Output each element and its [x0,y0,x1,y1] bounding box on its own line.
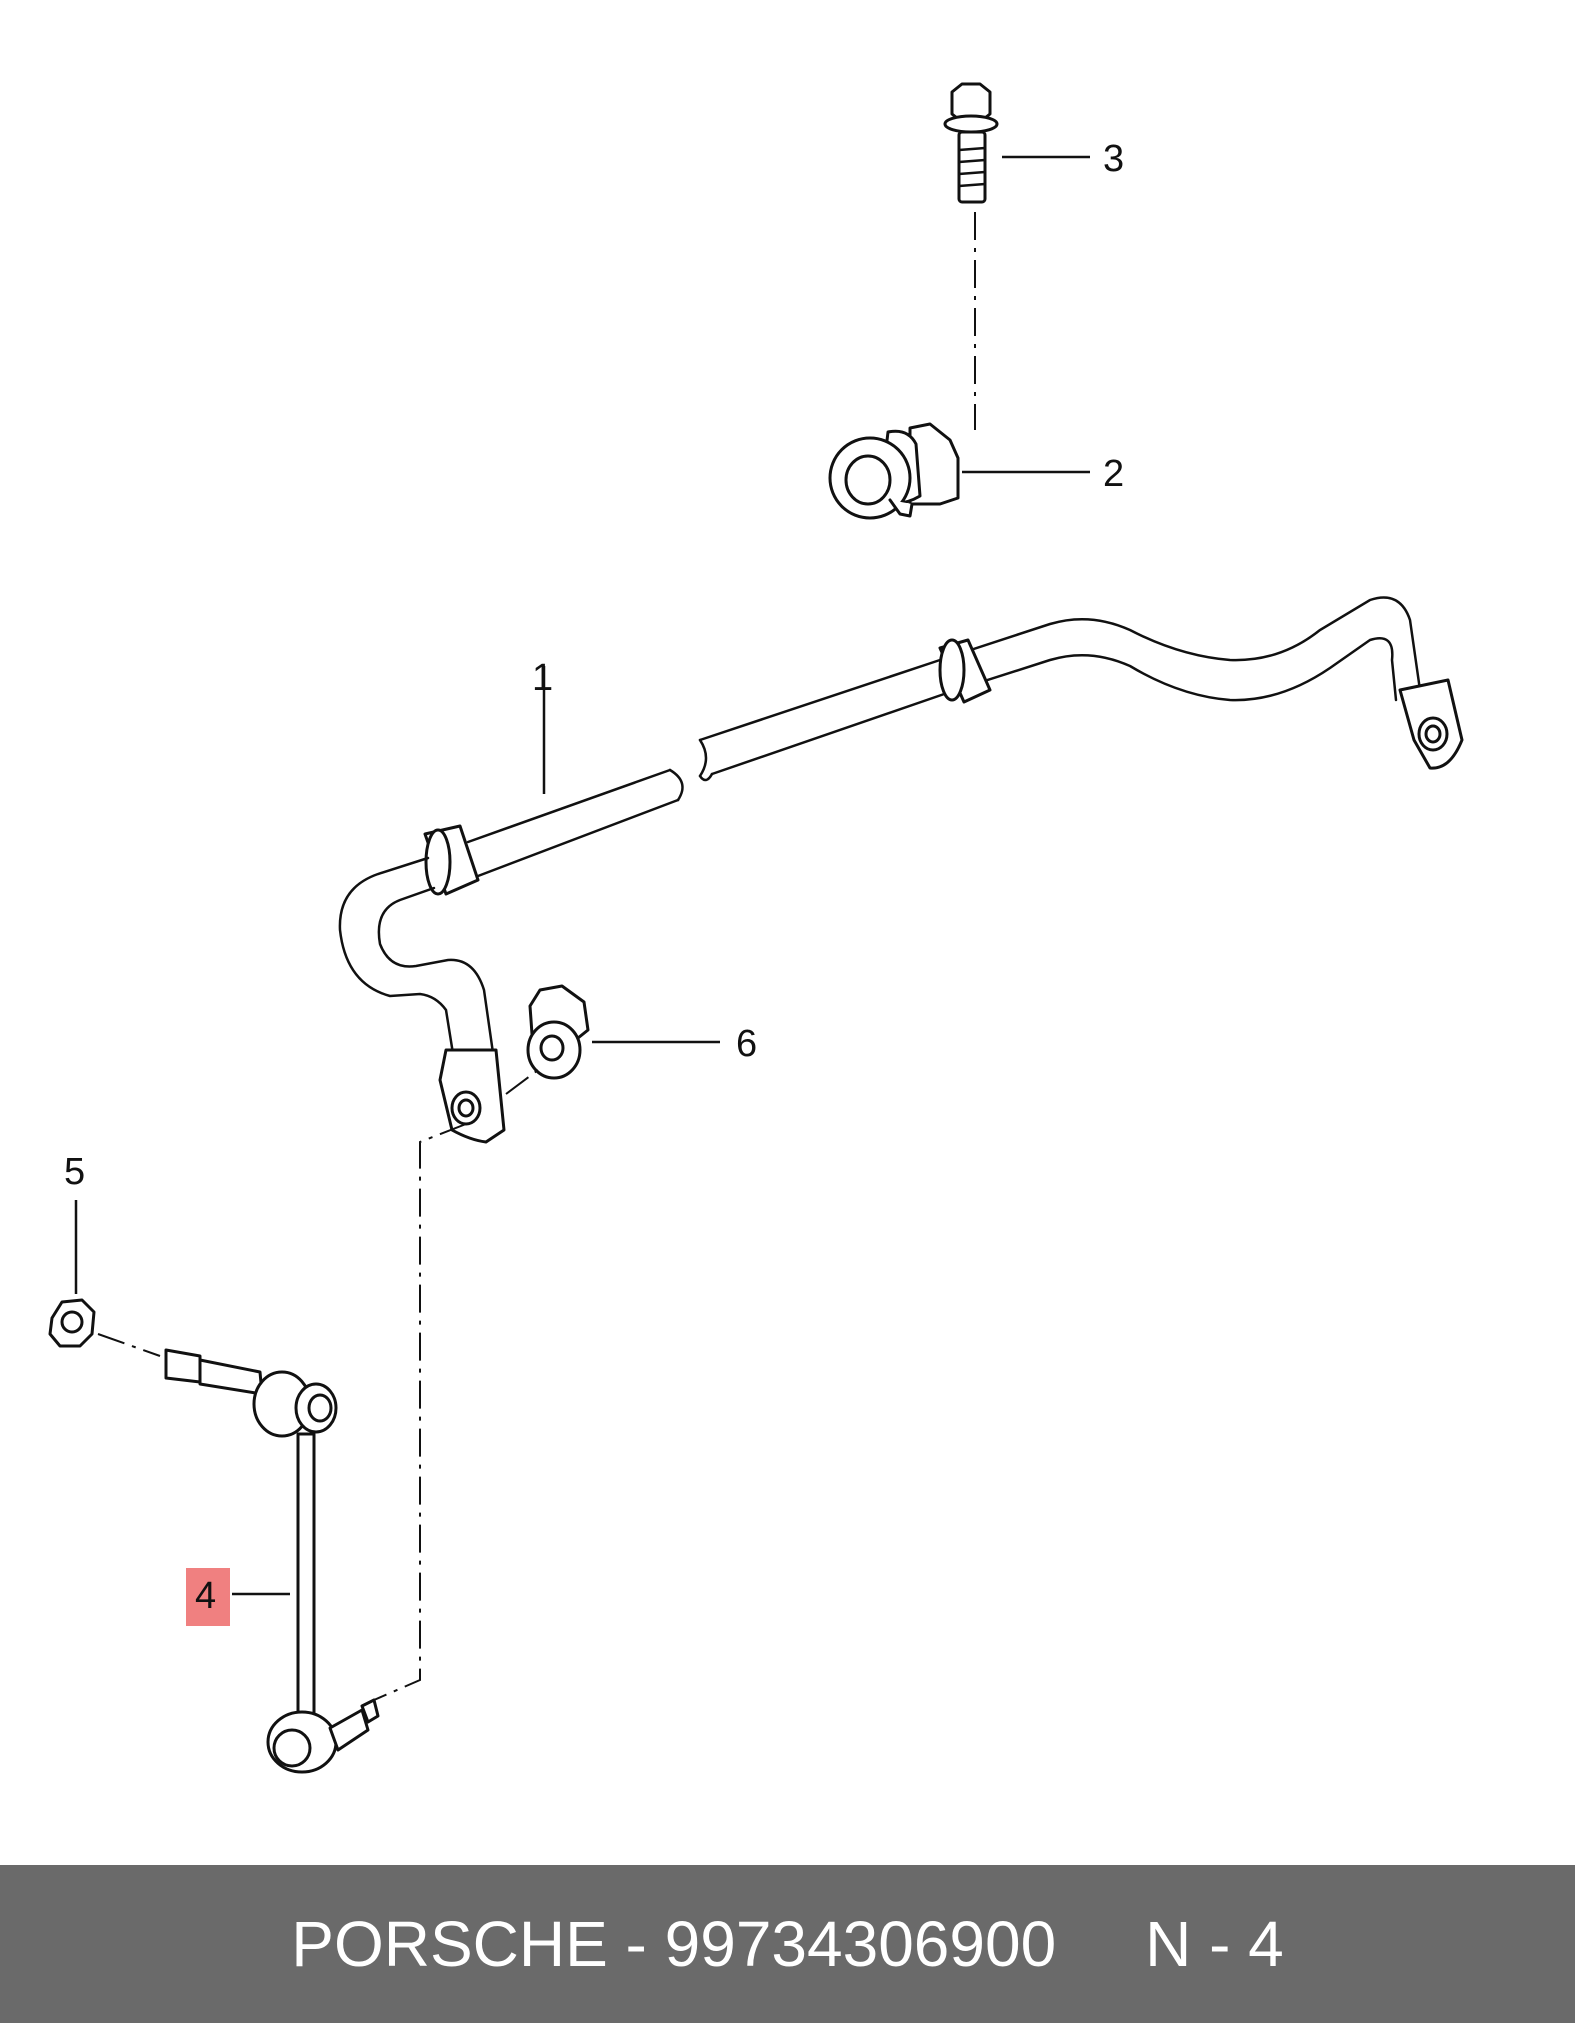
callout-1: 1 [532,657,553,699]
callout-2: 2 [1103,453,1124,495]
footer-bar: PORSCHE - 99734306900 N - 4 [0,1865,1575,2023]
footer-part-number: PORSCHE - 99734306900 N - 4 [291,1908,1284,1980]
part-3-bolt [943,82,999,204]
part-5-hex-nut [48,1298,96,1348]
part-6-flange-nut [526,984,590,1080]
callout-4: 4 [195,1575,216,1617]
part-2-bushing [828,422,960,520]
callout-3: 3 [1103,138,1124,180]
part-4-stabilizer-link [164,1348,380,1774]
callout-6: 6 [736,1023,757,1065]
part-1-stabilizer-bar [338,596,1464,1144]
parts-diagram: 3 2 1 [48,82,1464,1774]
callout-5: 5 [64,1151,85,1193]
callout-4-highlight [186,1568,230,1626]
